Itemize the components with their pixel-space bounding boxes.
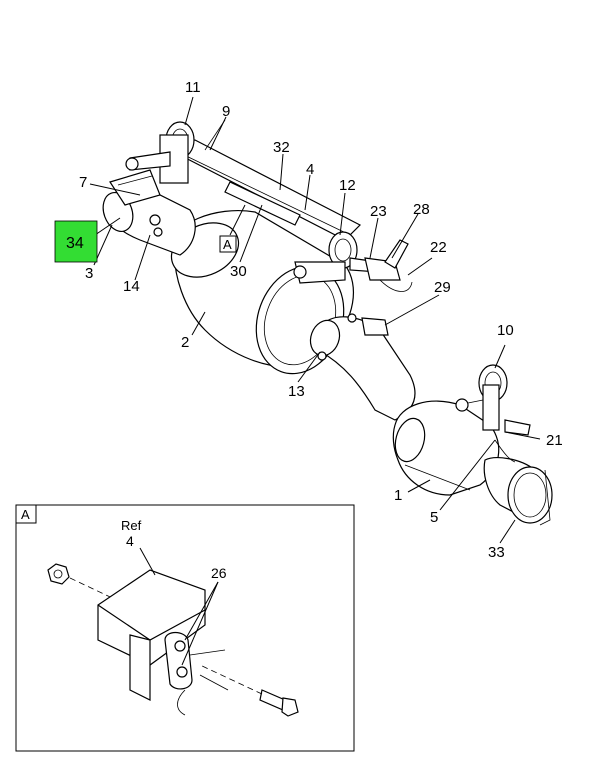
detail-view-label: A [21, 507, 30, 522]
main-assembly [102, 119, 553, 526]
view-a-marker [219, 235, 237, 253]
callout-9: 9 [222, 103, 230, 120]
isolator-mount-right [455, 364, 508, 431]
callout-10: 10 [497, 322, 514, 339]
callout-A: A [223, 237, 232, 252]
callout-13: 13 [288, 383, 305, 400]
callout-labels: 11 9 32 4 12 7 23 28 22 34 A 30 3 14 29 … [66, 79, 563, 561]
outlet-pipe [483, 419, 553, 526]
callout-11: 11 [185, 79, 201, 96]
bracket-26 [164, 631, 229, 716]
callout-29: 29 [434, 279, 451, 296]
callout-12: 12 [339, 177, 356, 194]
callout-30: 30 [230, 263, 247, 280]
detail-ref-label: Ref [121, 518, 142, 533]
callout-7: 7 [79, 174, 87, 191]
callout-23: 23 [370, 203, 387, 220]
sensor-group-upper [364, 239, 413, 292]
callout-5: 5 [430, 509, 438, 526]
callout-32: 32 [273, 139, 290, 156]
callout-3: 3 [85, 265, 93, 282]
callout-2: 2 [181, 334, 189, 351]
detail-view-label-box [15, 504, 37, 524]
callout-4: 4 [306, 161, 314, 178]
detail-callout-26: 26 [211, 565, 227, 581]
bracket-7 [109, 169, 161, 206]
callout-34: 34 [66, 235, 84, 252]
callout-28: 28 [413, 201, 430, 218]
callout-33: 33 [488, 544, 505, 561]
detail-view-a: A Ref 4 26 [15, 504, 355, 752]
mid-pipe [309, 313, 416, 421]
isolator-mount-left [125, 121, 195, 184]
callout-21: 21 [546, 432, 563, 449]
canister-lower [392, 400, 500, 496]
callout-1: 1 [394, 487, 402, 504]
highlight-box-34 [54, 220, 98, 263]
nut [47, 563, 70, 585]
leader-lines [89, 96, 541, 544]
detail-ref-number: 4 [126, 533, 134, 549]
bolt [259, 689, 299, 717]
callout-14: 14 [123, 278, 140, 295]
callout-22: 22 [430, 239, 447, 256]
